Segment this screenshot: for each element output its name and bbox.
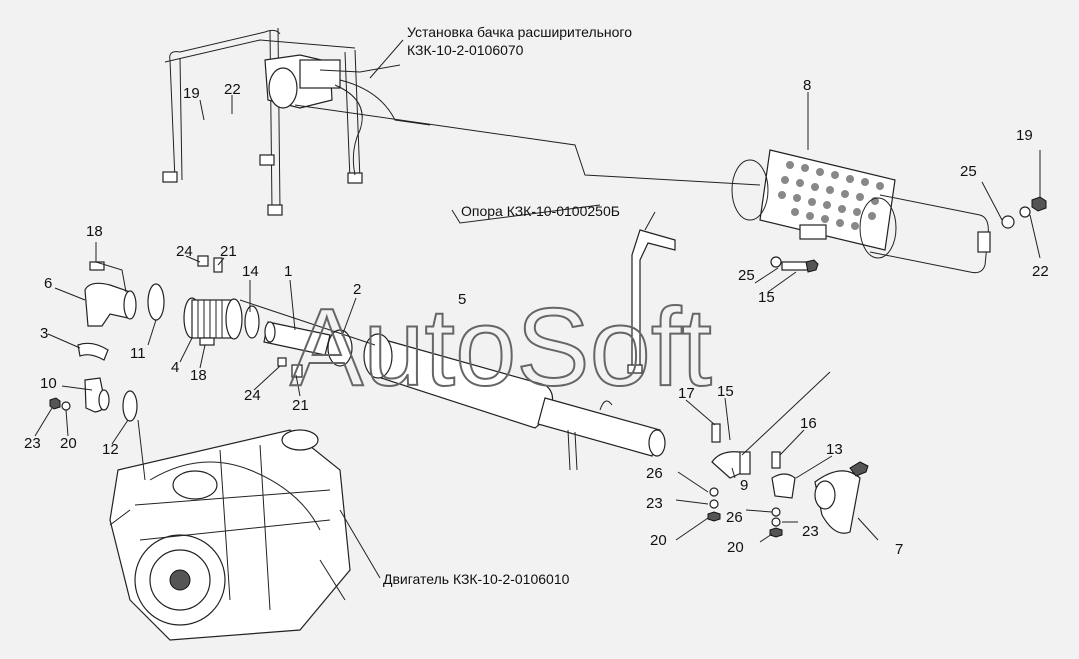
callout-9: 9 (740, 477, 748, 494)
callout-16: 16 (800, 415, 817, 432)
watermark-text: AutoSoft (290, 286, 712, 409)
callout-5: 5 (458, 291, 466, 308)
callout-22-right: 22 (1032, 263, 1049, 280)
callout-4: 4 (171, 359, 179, 376)
bolt-15-top (770, 256, 819, 273)
callout-11: 11 (130, 345, 146, 362)
callout-26-right: 26 (726, 509, 743, 526)
callout-14: 14 (242, 263, 259, 280)
callout-25-mid: 25 (738, 267, 755, 284)
callout-18-bottom: 18 (190, 367, 207, 384)
support-caption: Опора КЗК-10-0100250Б (461, 203, 620, 219)
callout-leaders (34, 92, 879, 543)
callout-3: 3 (40, 325, 48, 342)
callout-10: 10 (40, 375, 57, 392)
callout-21-bottom: 21 (292, 397, 309, 414)
callout-8: 8 (803, 77, 811, 94)
callout-6: 6 (44, 275, 52, 292)
callout-21-top: 21 (220, 243, 237, 260)
callout-26-left: 26 (646, 465, 663, 482)
engine-leader (339, 509, 381, 579)
callout-18-top: 18 (86, 223, 103, 240)
callout-19-right: 19 (1016, 127, 1033, 144)
callout-15-top: 15 (758, 289, 775, 306)
engine-caption: Двигатель КЗК-10-2-0106010 (383, 571, 570, 587)
callout-24-bottom: 24 (244, 387, 261, 404)
callout-22-left: 22 (224, 81, 241, 98)
shield-fasteners (981, 150, 1047, 259)
callout-19-left: 19 (183, 85, 200, 102)
callout-12: 12 (102, 441, 119, 458)
callout-7: 7 (895, 541, 903, 558)
callout-13: 13 (826, 441, 843, 458)
heat-shield (731, 149, 991, 274)
callout-1: 1 (284, 263, 292, 280)
expansion-tank-frame (162, 27, 431, 216)
tank-connector-line (294, 104, 761, 186)
callout-23-right: 23 (802, 523, 819, 540)
tank-caption-line1: Установка бачка расширительного (407, 24, 632, 40)
callout-23-mid: 23 (646, 495, 663, 512)
tank-caption-line2: КЗК-10-2-0106070 (407, 42, 524, 58)
callout-2: 2 (353, 281, 361, 298)
clamps-and-tailpipe (707, 371, 869, 538)
callout-20-left: 20 (60, 435, 77, 452)
callout-23-left: 23 (24, 435, 41, 452)
callout-20-right: 20 (727, 539, 744, 556)
engine-block (109, 429, 351, 641)
callout-15-bottom: 15 (717, 383, 734, 400)
callout-24-top: 24 (176, 243, 193, 260)
engine-pipe-leader (137, 419, 146, 481)
muffler (363, 333, 666, 471)
support-bracket (627, 211, 676, 374)
callout-17: 17 (678, 385, 695, 402)
callout-numbers: 1 2 3 4 5 6 7 8 9 10 11 12 13 14 15 15 1… (24, 77, 1049, 558)
callout-20-mid: 20 (650, 532, 667, 549)
tank-leader (369, 39, 404, 79)
callout-25-right: 25 (960, 163, 977, 180)
